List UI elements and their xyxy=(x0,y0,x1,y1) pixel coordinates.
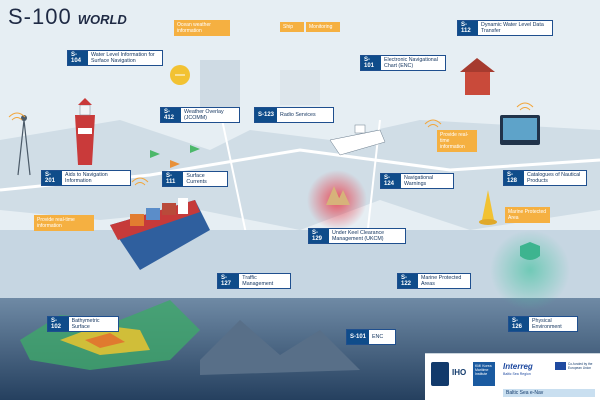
note-monitoring: Monitoring xyxy=(306,22,340,32)
label-code: S-126 xyxy=(509,317,529,331)
title-main: S-100 xyxy=(8,4,72,29)
iho-emblem-icon xyxy=(431,362,449,386)
note-marine-protected-area: Marine Protected Area xyxy=(505,207,550,223)
label-text: Surface Currents xyxy=(186,173,207,185)
label-text: Dynamic Water Level Data Transfer xyxy=(481,22,544,34)
label-text: Navigational Warnings xyxy=(404,175,434,187)
label-text: Traffic Management xyxy=(242,275,274,287)
note-ocean-weather: Ocean weather information xyxy=(174,20,230,36)
label-code: S-102 xyxy=(48,317,69,331)
label-code: S-101 xyxy=(347,330,370,344)
note-provide-realtime-right: Provide real-time information xyxy=(437,130,477,152)
label-text: Electronic Navigational Chart (ENC) xyxy=(384,57,438,69)
label-text: Water Level Information for Surface Navi… xyxy=(91,52,155,64)
label-code: S-104 xyxy=(68,51,88,65)
iho-logo-text: IHO xyxy=(452,368,467,377)
title-sub: WORLD xyxy=(77,12,127,27)
label-code: S-201 xyxy=(42,171,63,185)
eu-cofunded-text: Co-funded by the European Union xyxy=(568,362,593,370)
kmi-logo: KMI Korea Maritime Institute xyxy=(473,362,495,386)
radar-tower-icon xyxy=(17,115,31,176)
eu-flag-icon xyxy=(555,362,566,370)
label-text: Aids to Navigation Information xyxy=(65,172,108,184)
page-title: S-100 WORLD xyxy=(8,4,127,30)
label-code: S-123 xyxy=(255,108,278,122)
label-code: S-111 xyxy=(163,172,184,186)
label-text: Bathymetric Surface xyxy=(71,318,100,330)
label-text: Marine Protected Areas xyxy=(421,275,462,287)
label-code: S-128 xyxy=(504,171,524,185)
label-code: S-122 xyxy=(398,274,418,288)
note-provide-realtime-left: Provide real-time information xyxy=(34,215,94,231)
label-text: ENC xyxy=(372,334,384,340)
label-text: Under Keel Clearance Management (UKCM) xyxy=(332,230,385,242)
wifi-icon xyxy=(8,102,534,186)
interreg-logo: Interreg xyxy=(503,362,533,371)
label-code: S-412 xyxy=(161,108,181,122)
label-text: Radio Services xyxy=(280,112,316,118)
label-text: Weather Overlay (JCOMM) xyxy=(184,109,224,121)
baltic-sea-enav-label: Baltic Sea e-Nav xyxy=(503,389,595,397)
label-code: S-129 xyxy=(309,229,329,243)
footer-logos: IHO KMI Korea Maritime Institute Interre… xyxy=(425,353,600,400)
note-ship: Ship xyxy=(280,22,304,32)
lighthouse-icon xyxy=(75,98,95,165)
label-text: Catalogues of Nautical Products xyxy=(527,172,581,184)
label-code: S-101 xyxy=(361,56,381,70)
ship-icon xyxy=(110,198,210,270)
label-code: S-112 xyxy=(458,21,478,35)
label-code: S-124 xyxy=(381,174,401,188)
buoy-icon xyxy=(479,190,497,225)
label-text: Physical Environment xyxy=(532,318,562,330)
label-code: S-127 xyxy=(218,274,240,288)
shield-icon xyxy=(520,242,540,260)
interreg-subtitle: Baltic Sea Region xyxy=(503,372,531,376)
